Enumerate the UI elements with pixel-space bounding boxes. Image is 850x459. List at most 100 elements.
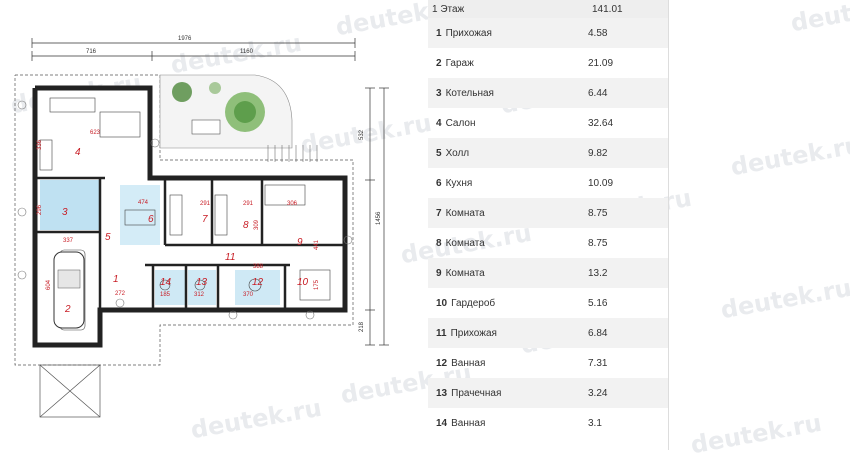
room-name-cell: Салон [445,117,476,129]
car-icon [53,251,85,329]
room-name-cell: Прихожая [445,27,492,39]
room-number-cell: 4 [436,117,442,129]
room-dim: 441 [314,239,320,250]
room-dim: 306 [287,201,298,207]
dim-left: 716 [86,49,97,55]
room-dim: 623 [90,130,101,136]
room-name-cell: Гардероб [451,297,496,309]
room-dim: 370 [243,292,254,298]
room-name-cell: Ванная [451,357,486,369]
room-area-cell: 8.75 [588,207,608,219]
room-name-cell: Прихожая [450,327,497,339]
room-number: 2 [64,304,71,315]
room-dim: 337 [63,238,74,244]
right-dimension-lines [365,87,389,346]
room-name-cell: Холл [445,147,470,159]
table-border [668,0,669,450]
room-area-cell: 6.84 [588,327,608,339]
room-number: 9 [297,237,303,248]
room-number-cell: 10 [436,297,448,309]
room-number-cell: 12 [436,357,448,369]
driveway [39,364,101,418]
room-number-cell: 11 [436,327,447,339]
room-area-cell: 6.44 [588,87,608,99]
dim-right: 1160 [240,49,254,55]
bath-fill [235,270,280,305]
dim-right-v1: 532 [359,129,365,140]
room-area-cell: 3.24 [588,387,608,399]
room-number-cell: 13 [436,387,448,399]
room-number: 7 [202,214,208,225]
watermark: deutek.ru [718,273,850,325]
room-number-cell: 9 [436,267,442,279]
bath2-fill [155,270,185,305]
room-area-cell: 4.58 [588,27,608,39]
room-area-cell: 8.75 [588,237,608,249]
kitchen-fill [120,185,160,245]
room-dim: 312 [194,292,205,298]
room-number: 10 [297,277,309,288]
room-number: 14 [160,277,172,288]
watermark: deutek.ru [688,408,824,459]
room-number-cell: 2 [436,57,442,69]
room-area-cell: 32.64 [588,117,614,129]
house-walls [32,85,348,348]
room-dim: 388 [253,264,264,270]
total-area: 141.01 [592,3,623,15]
floor-label: 1 Этаж [432,3,465,15]
room-number-cell: 5 [436,147,442,159]
table-header: 1 Этаж 141.01 [428,0,668,18]
room-dim: 604 [46,279,52,290]
room-number: 11 [225,252,235,263]
watermark: deutek.ru [788,0,850,38]
room-area-cell: 7.31 [588,357,608,369]
room-number-cell: 14 [436,417,448,429]
room-name-cell: Прачечная [451,387,502,399]
watermark: deutek.ru [728,130,850,182]
room-dim: 185 [160,292,171,298]
room-area-cell: 3.1 [588,417,602,429]
room-number-cell: 6 [436,177,442,189]
room-name-cell: Комната [445,267,485,279]
room-number: 1 [113,274,119,285]
room-number-cell: 1 [436,27,442,39]
dim-right-v2: 1456 [376,211,382,225]
room-dim: 336 [37,139,43,150]
room-dim: 291 [243,201,254,207]
room-number: 3 [62,207,68,218]
dim-right-v3: 218 [359,321,365,332]
room-number: 8 [243,220,249,231]
room-dim: 175 [314,279,320,290]
room-name-cell: Кухня [445,177,473,189]
floor-plan: 1976 716 1160 532 1456 218 [14,36,389,418]
room-name-cell: Комната [445,237,485,249]
room-number: 12 [252,277,264,288]
room-number: 6 [148,214,154,225]
room-dim: 296 [37,204,43,215]
dim-total: 1976 [178,36,192,42]
room-area-cell: 13.2 [588,267,608,279]
top-dimension-lines [31,38,356,61]
room-dim: 474 [138,200,149,206]
boiler-room-fill [40,180,100,230]
room-name-cell: Ванная [451,417,486,429]
room-number: 4 [75,147,81,158]
room-name-cell: Комната [445,207,485,219]
room-dim: 291 [200,201,211,207]
room-number-cell: 7 [436,207,442,219]
room-name-cell: Котельная [445,87,494,99]
